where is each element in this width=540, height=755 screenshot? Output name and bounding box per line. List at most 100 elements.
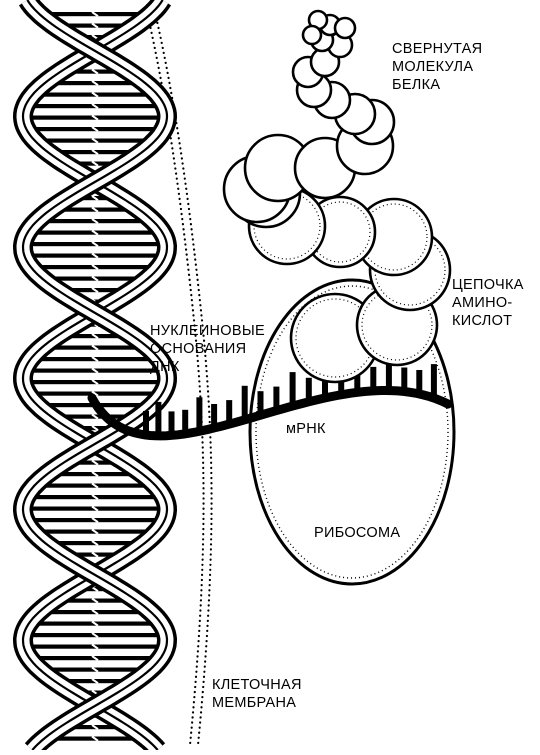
base-pair-gap: [91, 11, 99, 18]
base-pair-gap: [91, 149, 99, 156]
base-pair-gap: [91, 252, 99, 259]
dna-bases-label-line-2: ОСНОВАНИЯ: [150, 341, 247, 357]
mrna-nucleotide: [143, 411, 149, 435]
mrna-nucleotide: [430, 364, 437, 399]
base-pair-gap: [91, 597, 99, 604]
base-pair-gap: [91, 413, 99, 420]
dna-backbone-a-fill: [16, 0, 174, 755]
amino-acid-bead-detail: [253, 192, 321, 260]
base-pair-gap: [91, 724, 99, 731]
dna-bases-label-line-1: НУКЛЕИНОВЫЕ: [150, 323, 265, 339]
ribosome-label: РИБОСОМА: [314, 525, 401, 541]
base-pair-gap: [91, 264, 99, 271]
base-pair-gap: [91, 68, 99, 75]
base-pair-gap: [91, 160, 99, 167]
mrna-nucleotide: [211, 404, 218, 428]
mrna-nucleotide: [155, 401, 162, 436]
base-pair-gap: [91, 471, 99, 478]
dna-bases-label-line-3: ДНК: [150, 359, 180, 375]
mrna-nucleotide: [257, 391, 264, 416]
mrna-nucleotide: [226, 400, 233, 425]
dna-bases-label: НУКЛЕИНОВЫЕ ОСНОВАНИЯ ДНК: [150, 322, 265, 376]
base-pair-gap: [91, 540, 99, 547]
base-pair-gap: [91, 459, 99, 466]
base-pair-gap: [91, 356, 99, 363]
mrna-strand: [87, 356, 453, 441]
base-pair-gap: [91, 114, 99, 121]
mrna-nucleotide: [305, 377, 312, 402]
amino-acid-bead: [333, 16, 357, 40]
base-pair-gap: [91, 137, 99, 144]
protein-label-line-1: СВЕРНУТАЯ: [392, 41, 483, 57]
mrna-nucleotide: [416, 370, 423, 394]
base-pair-gap: [91, 218, 99, 225]
base-pair-gap: [91, 620, 99, 627]
mrna-nucleotide: [354, 368, 361, 393]
base-pair-gap: [91, 287, 99, 294]
membrane-label: КЛЕТОЧНАЯ МЕМБРАНА: [212, 676, 302, 712]
amino-acid-chain: [222, 9, 452, 384]
base-pair-gap: [91, 425, 99, 432]
mrna-nucleotide: [385, 356, 392, 391]
dna-backbone-a-outline: [12, 0, 178, 755]
base-pair-gap: [91, 505, 99, 512]
ribosome: [248, 278, 456, 586]
dna-backbone-b-center: [21, 0, 169, 751]
base-pair-gap: [91, 206, 99, 213]
amino-acid-bead: [301, 24, 323, 46]
base-pair-gap: [91, 643, 99, 650]
mrna-nucleotide: [289, 372, 296, 407]
mrna-nucleotide: [273, 386, 280, 411]
base-pair-gap: [91, 586, 99, 593]
base-pair-gap: [91, 91, 99, 98]
mrna-nucleotide: [401, 367, 408, 392]
protein-label-line-3: БЕЛКА: [392, 77, 441, 93]
base-pair-gap: [91, 666, 99, 673]
amino-acid-bead-detail: [309, 201, 371, 263]
protein-label: СВЕРНУТАЯ МОЛЕКУЛА БЕЛКА: [392, 40, 482, 94]
base-pair-gap: [91, 482, 99, 489]
dna-double-helix: [12, 0, 178, 755]
base-pair-gap: [91, 275, 99, 282]
amino-chain-label-line-2: АМИНО-: [452, 295, 513, 311]
base-pair-gap: [91, 103, 99, 110]
amino-chain-label: ЦЕПОЧКА АМИНО- КИСЛОТ: [452, 276, 524, 330]
base-pair-gap: [91, 655, 99, 662]
protein-label-line-2: МОЛЕКУЛА: [392, 59, 474, 75]
base-pair-gap: [91, 344, 99, 351]
base-pair-gap: [91, 517, 99, 524]
mrna-nucleotide: [241, 385, 248, 420]
base-pair-gap: [91, 609, 99, 616]
mrna-nucleotide: [196, 397, 203, 432]
base-pair-gap: [91, 379, 99, 386]
base-pair-gap: [91, 735, 99, 742]
base-pair-gap: [91, 528, 99, 535]
base-pair-gap: [91, 195, 99, 202]
mrna-nucleotide: [168, 411, 175, 436]
dna-backbone-b-fill: [16, 0, 174, 755]
dna-backbone-b-outline: [12, 0, 178, 755]
base-pair-gap: [91, 367, 99, 374]
amino-acid-bead-detail: [360, 203, 428, 271]
dna-backbone-a-center: [21, 0, 169, 751]
base-pair-gap: [91, 229, 99, 236]
base-pair-gap: [91, 632, 99, 639]
mrna-nucleotide: [322, 374, 328, 398]
mrna-nucleotide: [370, 366, 377, 391]
base-pair-gap: [91, 678, 99, 685]
mrna-label: мРНК: [286, 421, 326, 437]
membrane-label-line-1: КЛЕТОЧНАЯ: [212, 677, 302, 693]
base-pair-gap: [91, 551, 99, 558]
base-pair-gap: [91, 333, 99, 340]
membrane-label-line-2: МЕМБРАНА: [212, 695, 297, 711]
base-pair-gap: [91, 22, 99, 29]
base-pair-gap: [91, 126, 99, 133]
base-pair-gap: [91, 80, 99, 87]
mrna-nucleotide: [182, 409, 189, 434]
amino-chain-label-line-3: КИСЛОТ: [452, 313, 513, 329]
base-pair-gap: [91, 390, 99, 397]
base-pair-gap: [91, 241, 99, 248]
base-pair-gap: [91, 494, 99, 501]
